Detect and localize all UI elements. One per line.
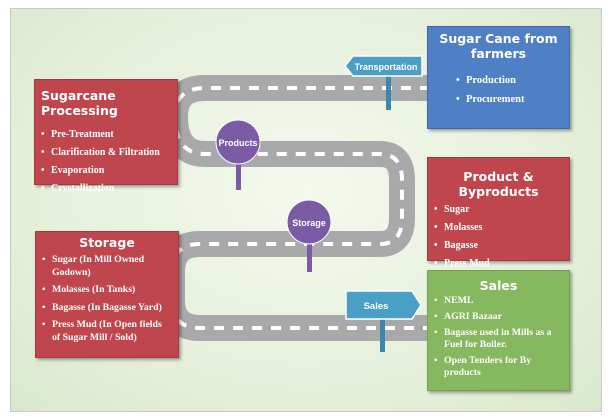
byproducts-box: Product & Byproducts Sugar Molasses Baga… [427,157,570,273]
sign-post [386,74,391,110]
list-item: Crystallization [41,180,171,198]
pin-stem [307,234,312,272]
list-item: Press Mud (In Open fields of Sugar Mill … [42,319,172,344]
farmers-list: Production Procurement [434,71,563,109]
list-item: Bagasse [434,237,563,255]
processing-list: Pre-Treatment Clarification & Filtration… [41,126,171,198]
list-item: Molasses [434,219,563,237]
sales-sign-board [345,290,422,320]
products-pin-label: Products [218,138,257,148]
storage-pin: Storage [286,199,332,272]
transportation-sign-board [344,55,423,77]
list-item: Pre-Treatment [41,126,171,144]
list-item: NEML [434,295,563,307]
list-item: Production [456,71,563,90]
list-item: Clarification & Filtration [41,144,171,162]
list-item: Sugar (In Mill Owned Godown) [42,254,172,279]
sales-list: NEML AGRI Bazaar Bagasse used in Mills a… [434,295,563,379]
farmers-box-title: Sugar Cane from farmers [439,31,558,61]
list-item: Sugar [434,201,563,219]
farmers-box: Sugar Cane from farmers Production Procu… [427,26,570,129]
storage-pin-head [286,199,332,245]
list-item: Bagasse used in Mills as a Fuel for Boil… [434,327,563,351]
list-item: Evaporation [41,162,171,180]
storage-box: Storage Sugar (In Mill Owned Godown) Mol… [35,231,179,358]
storage-box-title: Storage [79,235,135,250]
list-item: Press Mud [434,255,563,273]
list-item: Open Tenders for By products [434,355,563,379]
transportation-sign: Transportation [344,55,423,110]
byproducts-list: Sugar Molasses Bagasse Press Mud [434,201,563,273]
byproducts-box-title: Product & Byproducts [458,169,539,199]
list-item: Procurement [456,90,563,109]
sales-box: Sales NEML AGRI Bazaar Bagasse used in M… [427,270,570,391]
transportation-sign-label: Transportation [354,62,417,72]
products-pin-head [215,119,261,165]
list-item: Molasses (In Tanks) [42,284,172,297]
storage-list: Sugar (In Mill Owned Godown) Molasses (I… [42,254,172,344]
pin-stem [236,150,241,190]
sales-box-title: Sales [479,278,518,293]
products-pin: Products [215,119,261,190]
sales-sign: Sales [345,290,422,352]
list-item: Bagasse (In Bagasse Yard) [42,302,172,315]
list-item: AGRI Bazaar [434,311,563,323]
processing-box-title: Sugarcane Processing [41,88,118,118]
sign-post [380,306,385,352]
sales-sign-label: Sales [364,301,389,312]
storage-pin-label: Storage [292,218,326,228]
processing-box: Sugarcane Processing Pre-Treatment Clari… [34,79,178,198]
